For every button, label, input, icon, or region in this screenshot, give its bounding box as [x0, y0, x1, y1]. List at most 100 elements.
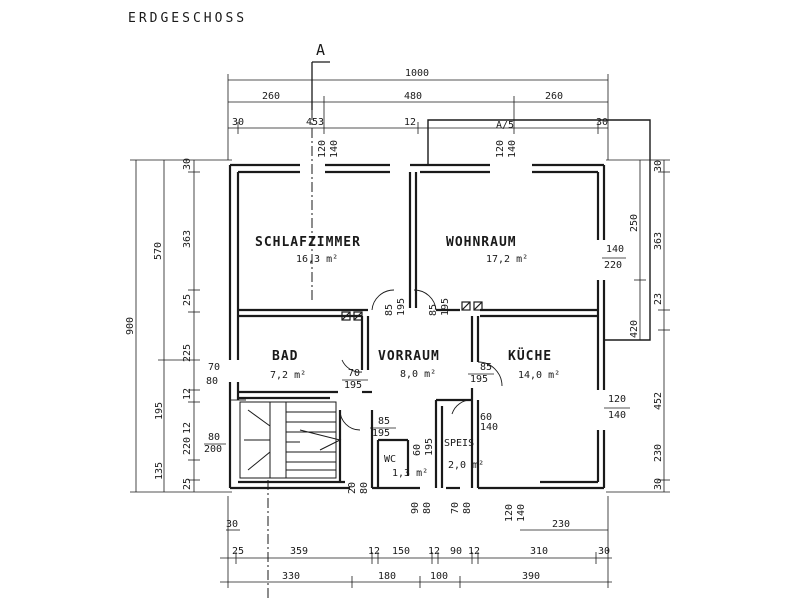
open-speis-side-a: 60	[480, 412, 492, 423]
open-wc-bottom-a: 90	[410, 502, 421, 514]
door-swings	[230, 289, 503, 431]
open-stair-left-b: 200	[204, 444, 222, 455]
open-top-door-2: 195	[396, 298, 407, 316]
open-right2-a: 120	[608, 394, 626, 405]
dim-left-h: 220	[182, 437, 193, 455]
dim-left-d: 225	[182, 344, 193, 362]
dim-left-j: 25	[182, 478, 193, 490]
dimension-top	[227, 74, 609, 160]
dim-overall-left: 900	[125, 317, 136, 335]
open-wc-bottom-b: 80	[422, 502, 433, 514]
room-speis-area: 2,0 m²	[448, 460, 484, 471]
open-speis-door-a: 60	[412, 444, 423, 456]
open-speis-side-b: 140	[480, 422, 498, 433]
room-speis-name: SPEIS	[444, 438, 474, 449]
open-stair-door-a: 85	[378, 416, 390, 427]
room-vorraum-area: 8,0 m²	[400, 369, 436, 380]
room-kueche-name: KÜCHE	[508, 348, 552, 364]
dim-right-overall: 452	[653, 392, 664, 410]
chimney-symbols	[341, 301, 483, 321]
walls	[228, 119, 651, 490]
dim-top-3: 260	[545, 91, 563, 102]
room-vorraum-name: VORRAUM	[378, 349, 440, 364]
dim-right-g: 30	[653, 160, 664, 172]
open-stair-door-b: 195	[372, 428, 390, 439]
room-schlafzimmer-area: 16,3 m²	[296, 254, 338, 265]
dim-left-f: 195	[154, 402, 165, 420]
dim-left-a: 30	[182, 158, 193, 170]
dim-bottom-8: 310	[530, 546, 548, 557]
room-bad-area: 7,2 m²	[270, 370, 306, 381]
staircase	[239, 401, 342, 479]
open-kitchen-bottom-a: 120	[504, 504, 515, 522]
dim-bottom-4: 150	[392, 546, 410, 557]
dim-left-i: 135	[154, 462, 165, 480]
open-vr-door-a: 85	[480, 362, 492, 373]
dim-top-5: 453	[306, 117, 324, 128]
room-wc-name: WC	[384, 454, 396, 465]
dim-right-c: 230	[653, 444, 664, 462]
dim-bottom-12: 100	[430, 571, 448, 582]
dim-bottom-13: 390	[522, 571, 540, 582]
dim-top-6: 12	[404, 117, 416, 128]
dim-overall-top: 1000	[405, 68, 429, 79]
dim-top-2: 480	[404, 91, 422, 102]
dim-top-4: 30	[232, 117, 244, 128]
room-bad-name: BAD	[272, 349, 298, 364]
dim-bottom-10: 330	[282, 571, 300, 582]
dim-bottom-1: 25	[232, 546, 244, 557]
open-right1-b: 220	[604, 260, 622, 271]
room-schlafzimmer-name: SCHLAFZIMMER	[255, 235, 361, 250]
open-speis-door-b: 195	[424, 438, 435, 456]
open-bad-door-a: 70	[348, 368, 360, 379]
open-bad-door-b: 195	[344, 380, 362, 391]
open-vr-bottom-b: 80	[462, 502, 473, 514]
open-top-door-4: 195	[440, 298, 451, 316]
open-kitchen-bottom-b: 140	[516, 504, 527, 522]
open-right2-b: 140	[608, 410, 626, 421]
open-top1-b: 140	[329, 140, 340, 158]
section-label-a5: A/5	[496, 120, 514, 131]
room-wohnraum-name: WOHNRAUM	[446, 235, 517, 250]
dim-right-a: 363	[653, 232, 664, 250]
open-top-door-1: 85	[384, 304, 395, 316]
open-stair-bottom-a: 20	[347, 482, 358, 494]
open-vr-door-b: 195	[470, 374, 488, 385]
room-wohnraum-area: 17,2 m²	[486, 254, 528, 265]
open-top-door-3: 85	[428, 304, 439, 316]
dim-left-g: 12	[182, 422, 193, 434]
dimension-left	[130, 159, 232, 493]
dim-right-f: 420	[629, 320, 640, 338]
dim-left-e: 12	[182, 388, 193, 400]
dim-bottom-kitchen: 230	[552, 519, 570, 530]
dimension-bottom	[220, 496, 612, 588]
room-labels: SCHLAFZIMMER 16,3 m² WOHNRAUM 17,2 m² BA…	[255, 235, 560, 479]
dim-top-7: 30	[596, 117, 608, 128]
dim-bottom-6: 90	[450, 546, 462, 557]
open-bad-left-b: 80	[206, 376, 218, 387]
dim-left-c: 25	[182, 294, 193, 306]
dim-right-b: 23	[653, 293, 664, 305]
opening-labels: 120 140 120 140 140 220 120 140 70 80 80…	[204, 140, 630, 522]
dim-bottom-9: 30	[598, 546, 610, 557]
dimension-right	[606, 159, 670, 493]
dim-bottom-5: 12	[428, 546, 440, 557]
dim-left-b: 363	[182, 230, 193, 248]
open-top1-a: 120	[317, 140, 328, 158]
dim-bottom-7: 12	[468, 546, 480, 557]
room-kueche-area: 14,0 m²	[518, 370, 560, 381]
open-bad-left-a: 70	[208, 362, 220, 373]
dim-bottom-3: 12	[368, 546, 380, 557]
dim-right-d: 30	[653, 478, 664, 490]
open-top2-b: 140	[507, 140, 518, 158]
open-top2-a: 120	[495, 140, 506, 158]
dim-top-1: 260	[262, 91, 280, 102]
dim-bottom-11: 180	[378, 571, 396, 582]
room-wc-area: 1,3 m²	[392, 468, 428, 479]
dim-bottom-small: 30	[226, 519, 238, 530]
svg-text:A: A	[316, 41, 325, 59]
open-stair-left-a: 80	[208, 432, 220, 443]
dim-right-e: 250	[629, 214, 640, 232]
open-right1-a: 140	[606, 244, 624, 255]
